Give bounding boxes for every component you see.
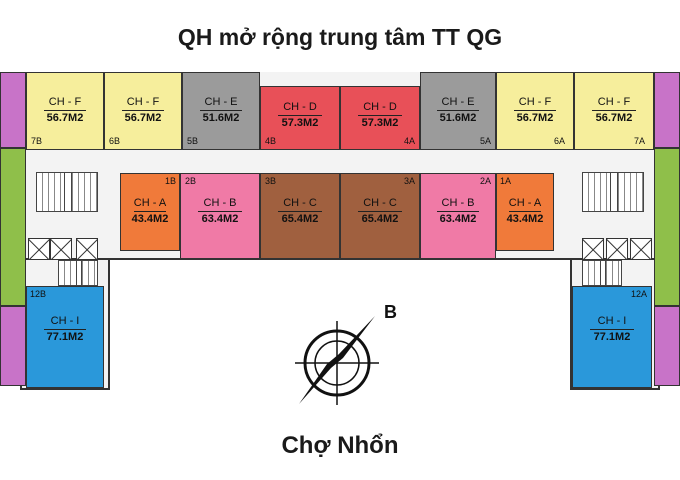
- unit-3A: CH - C 65.4M2 3A: [340, 173, 420, 259]
- unit-1B: CH - A 43.4M2 1B: [120, 173, 180, 251]
- lift-right-1: [582, 238, 604, 260]
- unit-4A: CH - D 57.3M2 4A: [340, 86, 420, 150]
- stair-right: [582, 172, 644, 212]
- unit-5A: CH - E 51.6M2 5A: [420, 72, 496, 150]
- unit-1A: CH - A 43.4M2 1A: [496, 173, 554, 251]
- side-unit-left-mid: [0, 148, 26, 306]
- unit-12A: CH - I 77.1M2 12A: [572, 286, 652, 388]
- unit-4B: CH - D 57.3M2 4B: [260, 86, 340, 150]
- footer-label: Chợ Nhổn: [281, 432, 399, 459]
- unit-3B: CH - C 65.4M2 3B: [260, 173, 340, 259]
- side-unit-left-bottom: [0, 306, 26, 386]
- stair-right-lower: [582, 260, 622, 286]
- side-unit-right-bottom: [654, 306, 680, 386]
- unit-5B: CH - E 51.6M2 5B: [182, 72, 260, 150]
- stair-left: [36, 172, 98, 212]
- unit-6B: CH - F 56.7M2 6B: [104, 72, 182, 150]
- page-title: QH mở rộng trung tâm TT QG: [177, 24, 503, 50]
- lift-right-3: [630, 238, 652, 260]
- unit-6A: CH - F 56.7M2 6A: [496, 72, 574, 150]
- lift-left-2: [50, 238, 72, 260]
- north-label: B: [384, 302, 397, 322]
- unit-2A: CH - B 63.4M2 2A: [420, 173, 496, 259]
- unit-2B: CH - B 63.4M2 2B: [180, 173, 260, 259]
- side-unit-right-top: [654, 72, 680, 148]
- unit-12B: CH - I 77.1M2 12B: [26, 286, 104, 388]
- stair-left-lower: [58, 260, 98, 286]
- lift-right-2: [606, 238, 628, 260]
- compass-icon: [295, 316, 379, 405]
- lift-left-3: [76, 238, 98, 260]
- lift-left-1: [28, 238, 50, 260]
- side-unit-left-top: [0, 72, 26, 148]
- unit-7B: CH - F 56.7M2 7B: [26, 72, 104, 150]
- unit-7A: CH - F 56.7M2 7A: [574, 72, 654, 150]
- side-unit-right-mid: [654, 148, 680, 306]
